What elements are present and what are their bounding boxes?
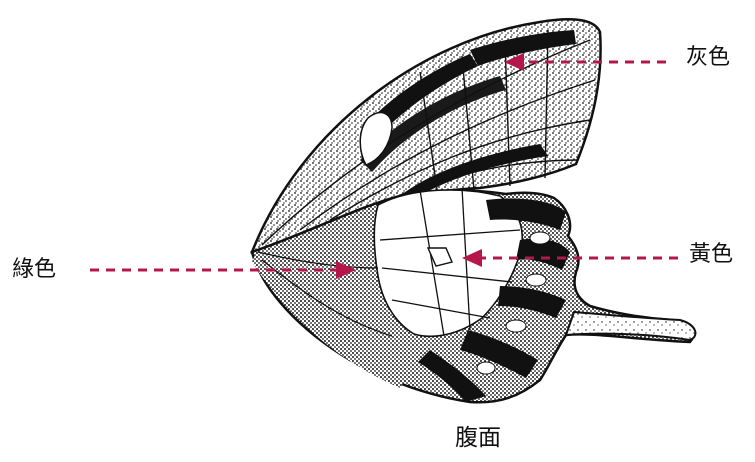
caption-ventral-side: 腹面 <box>455 427 501 450</box>
label-green: 綠色 <box>12 259 56 281</box>
label-gray: 灰色 <box>686 47 730 69</box>
label-yellow: 黃色 <box>689 244 733 266</box>
